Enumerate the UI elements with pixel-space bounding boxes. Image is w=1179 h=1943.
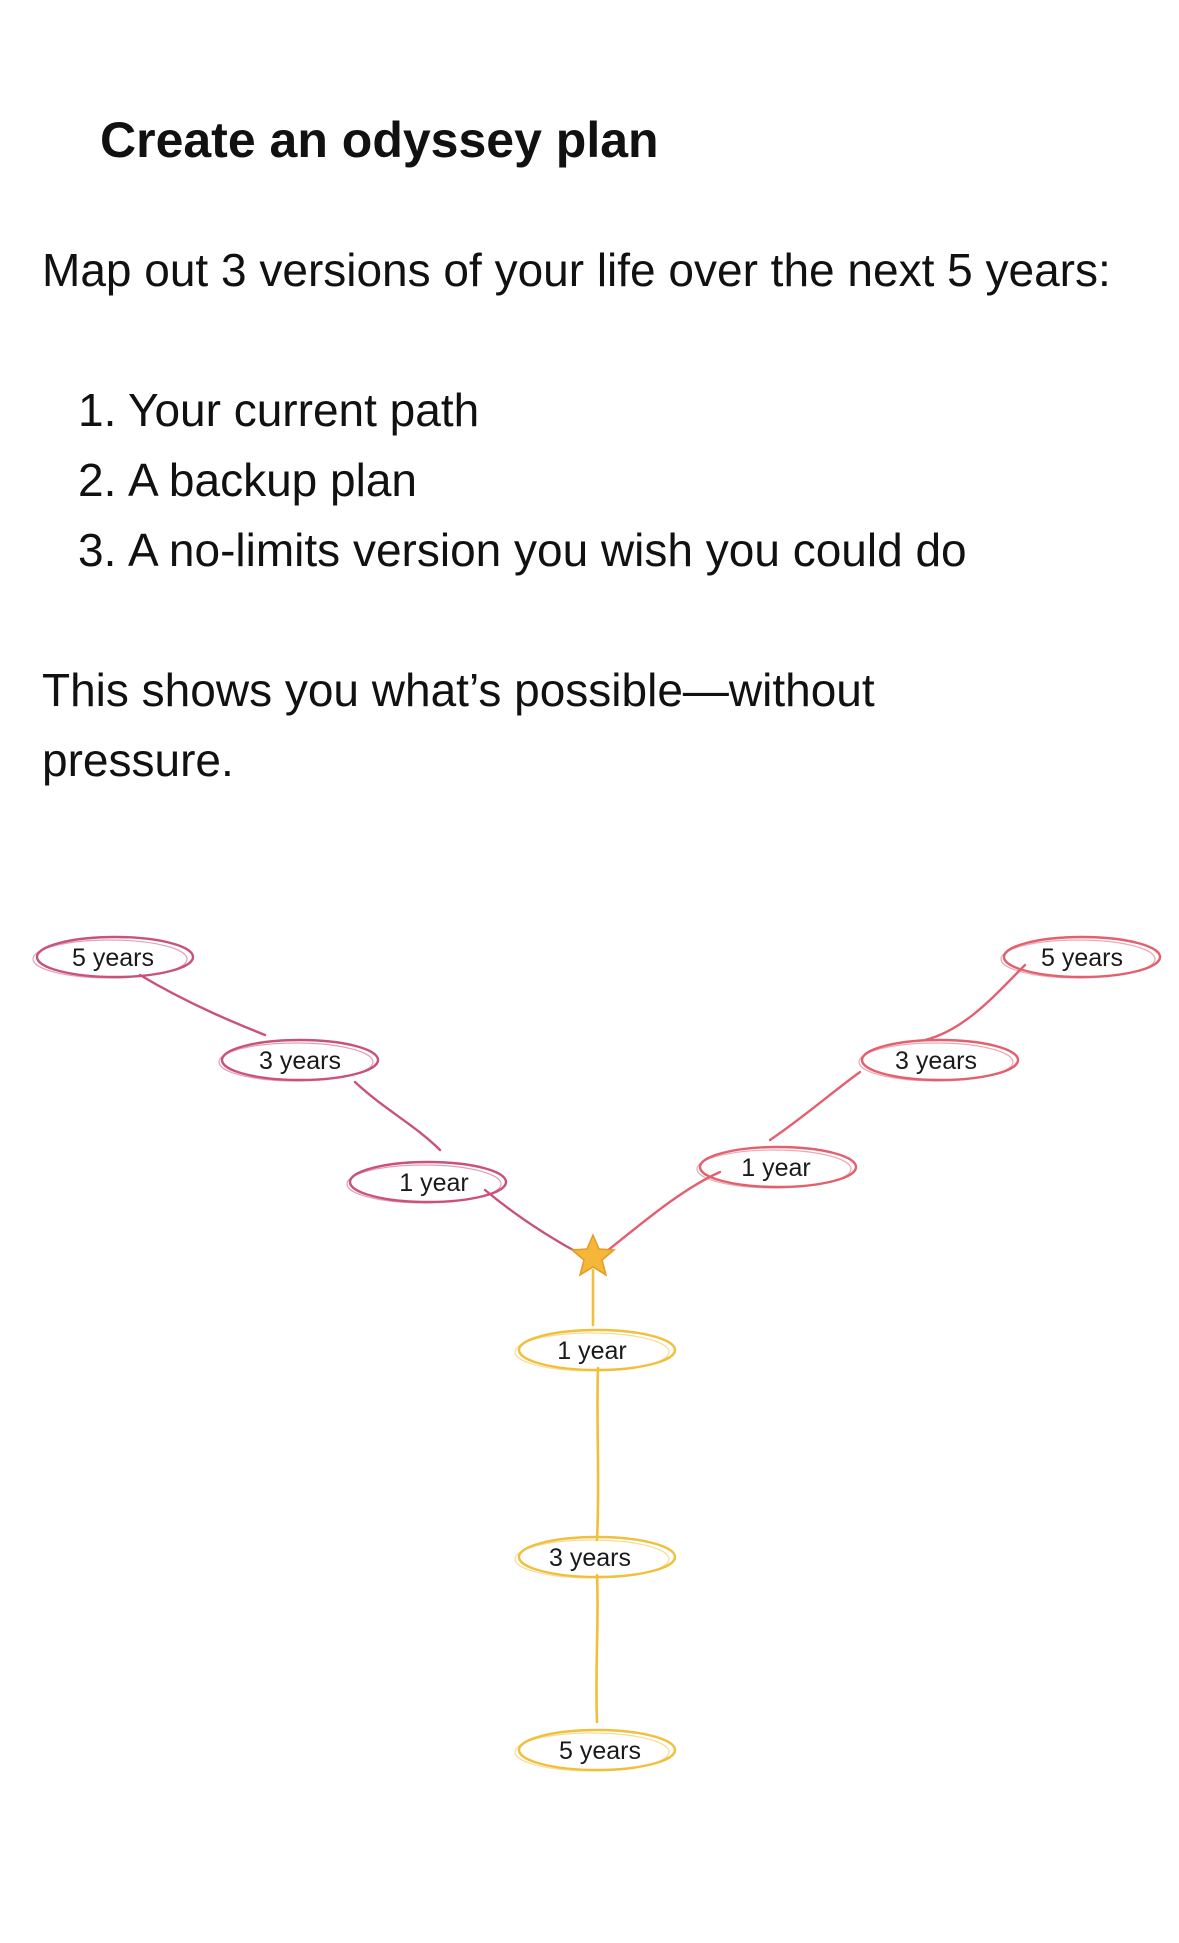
left-connector-5-3 [138,973,267,1037]
intro-text: Map out 3 versions of your life over the… [42,244,1111,296]
trunk-node-5-years: 5 years [514,1728,677,1772]
trunk-connector-1-3 [595,1366,600,1542]
trunk-node-3-years: 3 years [514,1535,677,1579]
list-item-text: A no-limits version you wish you could d… [128,524,967,576]
page-title: Create an odyssey plan [100,112,659,168]
node-label: 3 years [259,1047,341,1075]
node-label: 5 years [1041,944,1123,972]
list-item: 2. A backup plan [78,445,1038,515]
node-label: 3 years [549,1544,631,1572]
outro-text: This shows you what’s possible—without p… [42,664,875,786]
left-node-3-years: 3 years [218,1038,380,1082]
steps-list: 1. Your current path 2. A backup plan 3.… [78,375,1038,585]
right-node-1-year: 1 year [696,1145,858,1189]
node-label: 5 years [559,1737,641,1765]
right-connector-5-3 [923,963,1027,1042]
node-label: 1 year [741,1154,810,1182]
right-node-5-years: 5 years [1000,935,1162,979]
list-item: 1. Your current path [78,375,1038,445]
list-item-number: 2. [78,454,117,506]
list-item: 3. A no-limits version you wish you coul… [78,515,1038,585]
right-connector-3-1 [768,1070,862,1142]
left-connector-1-star [483,1188,584,1257]
odyssey-diagram: 5 years 3 years 1 year 5 years 3 years 1… [32,935,1162,1772]
left-node-1-year: 1 year [346,1160,508,1204]
node-label: 1 year [399,1169,468,1197]
trunk-node-1-year: 1 year [514,1328,677,1372]
list-item-number: 3. [78,524,117,576]
right-connector-1-star [600,1170,722,1257]
list-item-text: Your current path [128,384,480,436]
star-icon [570,1233,616,1277]
right-node-3-years: 3 years [858,1038,1020,1082]
left-node-5-years: 5 years [32,935,195,979]
node-label: 1 year [557,1337,626,1365]
node-label: 3 years [895,1047,977,1075]
trunk-connector-3-5 [595,1573,599,1724]
left-connector-3-1 [353,1080,442,1152]
list-item-text: A backup plan [128,454,418,506]
node-label: 5 years [72,944,154,972]
list-item-number: 1. [78,384,117,436]
